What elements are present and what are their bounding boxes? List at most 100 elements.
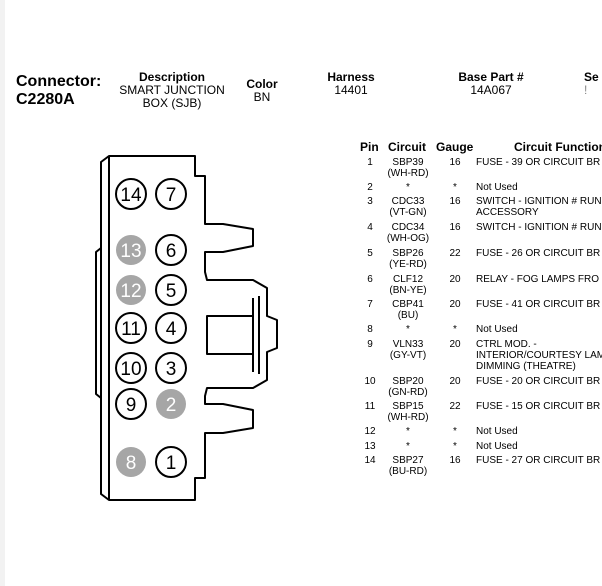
row-12-gauge: * bbox=[453, 426, 457, 437]
pin-4-label: 4 bbox=[166, 319, 177, 340]
row-9-circuit: VLN33(GY-VT) bbox=[389, 339, 427, 361]
row-12-function: Not Used bbox=[476, 426, 518, 437]
row-7-gauge: 20 bbox=[449, 299, 461, 310]
row-11-function: FUSE - 15 OR CIRCUIT BR bbox=[476, 401, 601, 412]
row-6-circuit: CLF12(BN-YE) bbox=[389, 274, 427, 296]
row-10-gauge: 20 bbox=[449, 376, 461, 387]
row-10-pin: 10 bbox=[364, 376, 376, 387]
row-12-circuit: * bbox=[406, 426, 410, 437]
connector-label: Connector: C2280A bbox=[16, 73, 101, 109]
row-5-gauge: 22 bbox=[449, 248, 461, 259]
color-label: Color bbox=[246, 77, 278, 91]
row-8-circuit: * bbox=[406, 324, 410, 335]
color-field: Color BN bbox=[240, 78, 284, 104]
row-14-gauge: 16 bbox=[449, 455, 461, 466]
row-8-pin: 8 bbox=[367, 324, 373, 335]
pin-10-circle bbox=[115, 352, 147, 384]
header-gauge: Gauge bbox=[436, 140, 474, 154]
row-9-pin: 9 bbox=[367, 339, 373, 350]
pin-3-label: 3 bbox=[166, 359, 177, 380]
pin-14-circle bbox=[115, 178, 147, 210]
row-4-pin: 4 bbox=[367, 222, 373, 233]
description-field: Description SMART JUNCTION BOX (SJB) bbox=[114, 71, 230, 110]
connector-label-line1: Connector: bbox=[16, 73, 102, 90]
pin-1-circle bbox=[155, 446, 187, 478]
row-13-pin: 13 bbox=[364, 441, 376, 452]
pin-7-circle bbox=[155, 178, 187, 210]
row-12-pin: 12 bbox=[364, 426, 376, 437]
description-value-line2: BOX (SJB) bbox=[142, 96, 202, 110]
pin-2-circle bbox=[156, 389, 186, 419]
color-value: BN bbox=[253, 90, 271, 104]
header-function: Circuit Function bbox=[514, 140, 602, 154]
row-13-gauge: * bbox=[453, 441, 457, 452]
row-11-circuit: SBP15(WH-RD) bbox=[387, 401, 429, 423]
row-3-pin: 3 bbox=[367, 196, 373, 207]
row-8-function: Not Used bbox=[476, 324, 518, 335]
row-9-gauge: 20 bbox=[449, 339, 461, 350]
pin-11-label: 11 bbox=[121, 319, 141, 340]
row-1-gauge: 16 bbox=[449, 157, 461, 168]
pin-3-circle bbox=[155, 352, 187, 384]
row-1-function: FUSE - 39 OR CIRCUIT BR bbox=[476, 157, 601, 168]
harness-value: 14401 bbox=[334, 83, 368, 97]
row-6-gauge: 20 bbox=[449, 274, 461, 285]
pin-8-label: 8 bbox=[126, 453, 137, 474]
pin-14-label: 14 bbox=[120, 185, 142, 206]
row-11-pin: 11 bbox=[364, 401, 376, 412]
header-pin: Pin bbox=[360, 140, 379, 154]
pin-1-label: 1 bbox=[166, 453, 177, 474]
pin-12-circle bbox=[116, 275, 146, 305]
connector-diagram: 14 7 13 6 12 5 11 4 10 3 9 2 8 1 bbox=[95, 155, 278, 501]
pin-8-circle bbox=[116, 447, 146, 477]
row-5-function: FUSE - 26 OR CIRCUIT BR bbox=[476, 248, 601, 259]
row-8-gauge: * bbox=[453, 324, 457, 335]
row-4-gauge: 16 bbox=[449, 222, 461, 233]
row-10-function: FUSE - 20 OR CIRCUIT BR bbox=[476, 376, 601, 387]
row-7-pin: 7 bbox=[367, 299, 373, 310]
se-value: ! bbox=[584, 83, 588, 97]
row-14-circuit: SBP27(BU-RD) bbox=[388, 455, 428, 477]
pin-7-label: 7 bbox=[166, 185, 177, 206]
pin-2-label: 2 bbox=[166, 395, 177, 416]
row-3-circuit: CDC33(VT-GN) bbox=[389, 196, 427, 218]
pin-13-label: 13 bbox=[120, 241, 141, 262]
row-2-gauge: * bbox=[453, 182, 457, 193]
row-7-circuit: CBP41(BU) bbox=[392, 299, 424, 321]
row-2-function: Not Used bbox=[476, 182, 518, 193]
pin-11-circle bbox=[115, 312, 147, 344]
row-4-circuit: CDC34(WH-OG) bbox=[386, 222, 430, 244]
description-value-line1: SMART JUNCTION bbox=[119, 83, 225, 97]
harness-label: Harness bbox=[327, 70, 375, 84]
se-label: Se bbox=[584, 71, 599, 84]
pin-6-label: 6 bbox=[166, 241, 177, 262]
row-14-pin: 14 bbox=[364, 455, 376, 466]
pin-4-circle bbox=[155, 312, 187, 344]
base-part-field: Base Part # 14A067 bbox=[446, 71, 536, 97]
connector-outline bbox=[95, 155, 278, 501]
base-part-label: Base Part # bbox=[458, 70, 524, 84]
row-11-gauge: 22 bbox=[449, 401, 461, 412]
pin-10-label: 10 bbox=[120, 359, 141, 380]
row-13-circuit: * bbox=[406, 441, 410, 452]
row-4-function: SWITCH - IGNITION # RUN bbox=[476, 222, 602, 233]
row-5-pin: 5 bbox=[367, 248, 373, 259]
row-2-circuit: * bbox=[406, 182, 410, 193]
header-circuit: Circuit bbox=[388, 140, 427, 154]
harness-field: Harness 14401 bbox=[320, 71, 382, 97]
pin-5-label: 5 bbox=[166, 281, 177, 302]
pin-5-circle bbox=[155, 274, 187, 306]
pin-9-label: 9 bbox=[126, 395, 137, 416]
row-1-pin: 1 bbox=[367, 157, 373, 168]
description-label: Description bbox=[138, 70, 205, 84]
connector-id: C2280A bbox=[16, 91, 75, 108]
row-7-function: FUSE - 41 OR CIRCUIT BR bbox=[476, 299, 601, 310]
se-field: Se ! bbox=[584, 71, 602, 97]
pin-12-label: 12 bbox=[120, 281, 141, 302]
row-3-gauge: 16 bbox=[449, 196, 461, 207]
pin-13-circle bbox=[116, 235, 146, 265]
pin-9-circle bbox=[115, 388, 147, 420]
